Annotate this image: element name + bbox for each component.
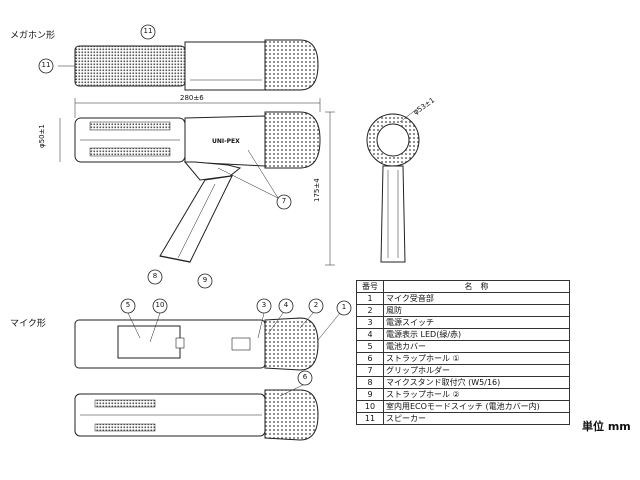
callout-2: 2	[313, 301, 319, 309]
unit-label: 単位 mm	[582, 420, 631, 433]
callout-circles	[38, 24, 352, 386]
section-label-mic: マイク形	[10, 319, 46, 329]
dimension-body-diameter: φ50±1	[38, 124, 46, 148]
megaphone-top-view	[58, 39, 319, 91]
header-name: 名 称	[383, 280, 570, 293]
callout-5: 5	[125, 301, 131, 309]
callout-4: 4	[283, 301, 289, 309]
table-header-row: 番号 名 称	[356, 280, 570, 293]
brand-logo-text: UNI-PEX	[212, 138, 240, 145]
callout-1: 1	[341, 303, 347, 311]
callout-10: 10	[155, 301, 165, 309]
mic-top-view	[74, 312, 341, 371]
callout-7: 7	[281, 197, 287, 205]
callout-8: 8	[152, 272, 158, 280]
header-number: 番号	[356, 280, 384, 293]
megaphone-front-view	[366, 107, 420, 263]
mic-side-view	[74, 383, 319, 441]
megaphone-side-view	[59, 98, 335, 266]
dimension-length: 280±6	[180, 94, 204, 102]
callout-3: 3	[261, 301, 267, 309]
dimension-height: 175±4	[313, 178, 321, 202]
callout-6: 6	[302, 373, 308, 381]
callout-9: 9	[202, 276, 208, 284]
callout-11-left: 11	[41, 61, 51, 69]
callout-11-top: 11	[143, 27, 153, 35]
section-label-megaphone: メガホン形	[10, 31, 56, 41]
